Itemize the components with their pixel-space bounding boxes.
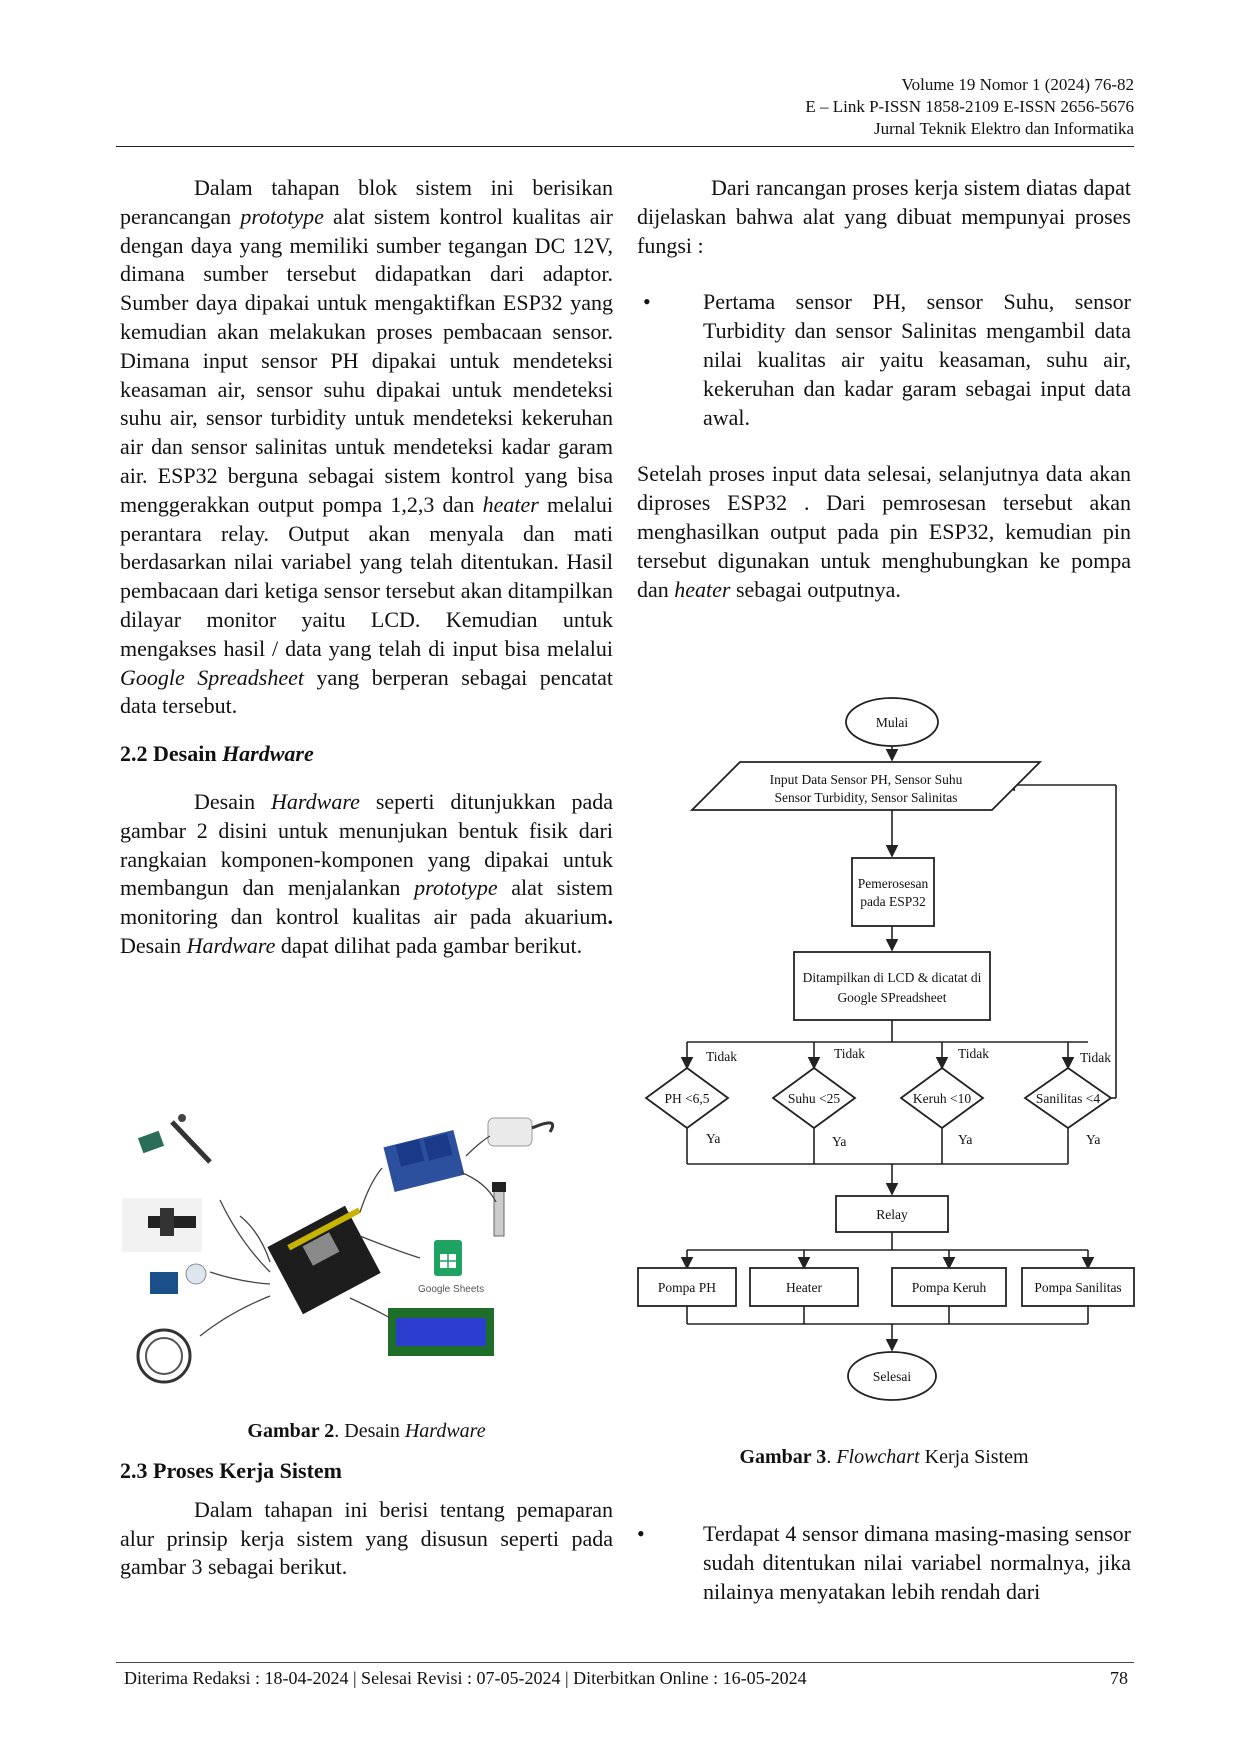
google-sheets-label: Google Sheets <box>418 1284 484 1295</box>
flowchart-relay <box>835 1195 949 1233</box>
figure-2-caption: Gambar 2. Desain Hardware <box>247 1420 486 1442</box>
page-number: 78 <box>1110 1668 1128 1688</box>
google-sheets-logo: Google Sheets <box>418 1240 484 1295</box>
bullet-item-2: • Terdapat 4 sensor dimana masing-masing… <box>637 1520 1131 1606</box>
flowchart-output-pompa-salinitas <box>1021 1267 1135 1307</box>
pump-image <box>487 1117 555 1147</box>
flowchart-input-line-2: Sensor Turbidity, Sensor Salinitas <box>775 790 958 805</box>
bullet-item-1: • Pertama sensor PH, sensor Suhu, sensor… <box>637 288 1131 432</box>
output-pompa-salinitas-label: Pompa Sanilitas <box>1034 1280 1121 1295</box>
decision-suhu-yes: Ya <box>832 1134 846 1149</box>
bullet-marker-2: • <box>637 1521 645 1546</box>
left-paragraph-1: Dalam tahapan blok sistem ini berisikan … <box>120 175 613 719</box>
header-volume: Volume 19 Nomor 1 (2024) 76-82 <box>901 75 1134 94</box>
flowchart-relay-label: Relay <box>876 1207 908 1222</box>
decision-suhu-no: Tidak <box>834 1046 865 1061</box>
flowchart-process <box>851 857 935 927</box>
flowchart-process-line-2: pada ESP32 <box>860 894 926 909</box>
left-paragraph-2: Desain Hardware seperti ditunjukkan pada… <box>120 788 613 958</box>
decision-salinitas-no: Tidak <box>1080 1050 1111 1065</box>
lcd-image <box>388 1308 494 1356</box>
flowchart-display-line-1: Ditampilkan di LCD & dicatat di <box>803 970 982 985</box>
bullet-text-1: Pertama sensor PH, sensor Suhu, sensor T… <box>703 289 1131 430</box>
flowchart-input <box>689 761 1043 811</box>
bullet-marker: • <box>643 289 651 315</box>
right-paragraph-2: Setelah proses input data selesai, selan… <box>637 461 1131 602</box>
output-pompa-ph-label: Pompa PH <box>658 1280 716 1295</box>
decision-keruh-no: Tidak <box>958 1046 989 1061</box>
flowchart-figure: Mulai Input Data Sensor PH, Sensor Suhu … <box>637 697 1135 1401</box>
flowchart-display <box>793 951 991 1021</box>
right-column: Dari rancangan proses kerja sistem diata… <box>637 174 1131 604</box>
flowchart-decision-salinitas <box>1023 1066 1113 1130</box>
header-issn: E – Link P-ISSN 1858-2109 E-ISSN 2656-56… <box>805 97 1134 116</box>
left-column-lower: 2.3 Proses Kerja Sistem Dalam tahapan in… <box>120 1457 613 1582</box>
flowchart-decision-suhu <box>771 1066 857 1130</box>
output-heater-label: Heater <box>786 1280 822 1295</box>
flowchart-input-line-1: Input Data Sensor PH, Sensor Suhu <box>770 772 963 787</box>
left-paragraph-3: Dalam tahapan ini berisi tentang pemapar… <box>120 1496 613 1580</box>
hardware-figure: Google Sheets <box>122 1114 555 1384</box>
decision-ph-yes: Ya <box>706 1131 720 1146</box>
decision-salinitas-yes: Ya <box>1086 1132 1100 1147</box>
decision-ph-label: PH <6,5 <box>664 1091 709 1106</box>
flowchart-output-pompa-ph <box>637 1267 737 1307</box>
flowchart-start-label: Mulai <box>876 715 908 730</box>
relay-module-image <box>383 1129 465 1193</box>
header-rule <box>116 146 1134 147</box>
figure-3-caption: Gambar 3. Flowchart Kerja Sistem <box>739 1446 1029 1468</box>
footer-dates: Diterima Redaksi : 18-04-2024 | Selesai … <box>124 1668 807 1688</box>
right-column-lower: • Terdapat 4 sensor dimana masing-masing… <box>637 1520 1131 1606</box>
decision-keruh-label: Keruh <10 <box>913 1091 971 1106</box>
temperature-sensor-image <box>150 1263 207 1294</box>
section-heading-2-3: 2.3 Proses Kerja Sistem <box>120 1458 342 1483</box>
decision-suhu-label: Suhu <25 <box>788 1091 840 1106</box>
right-paragraph-1: Dari rancangan proses kerja sistem diata… <box>637 175 1131 258</box>
salinity-sensor-image <box>136 1328 192 1384</box>
flowchart-connectors <box>680 728 1117 1352</box>
flowchart-decision-ph <box>644 1066 730 1130</box>
esp32-board-image <box>267 1205 381 1315</box>
decision-salinitas-label: Sanilitas <4 <box>1036 1091 1100 1106</box>
flowchart-end <box>847 1351 937 1401</box>
output-pompa-keruh-label: Pompa Keruh <box>912 1280 987 1295</box>
header-journal: Jurnal Teknik Elektro dan Informatika <box>873 119 1134 138</box>
flowchart-output-pompa-keruh <box>891 1267 1007 1307</box>
flowchart-process-line-1: Pemerosesan <box>858 876 929 891</box>
bullet-text-2: Terdapat 4 sensor dimana masing-masing s… <box>703 1521 1131 1604</box>
flowchart-end-label: Selesai <box>873 1369 911 1384</box>
footer-rule <box>116 1662 1134 1663</box>
turbidity-sensor-image <box>122 1198 202 1252</box>
left-column: Dalam tahapan blok sistem ini berisikan … <box>120 174 613 961</box>
section-heading-2-2: 2.2 Desain Hardware <box>120 741 314 767</box>
flowchart-display-line-2: Google SPreadsheet <box>837 990 946 1005</box>
decision-ph-no: Tidak <box>706 1049 737 1064</box>
flowchart-start <box>845 697 939 747</box>
ph-sensor-image <box>137 1114 212 1164</box>
decision-keruh-yes: Ya <box>958 1132 972 1147</box>
flowchart-decision-keruh <box>899 1066 985 1130</box>
flowchart-output-heater <box>749 1267 859 1307</box>
hardware-arrows <box>199 1135 497 1337</box>
running-header: Volume 19 Nomor 1 (2024) 76-82 E – Link … <box>805 74 1134 140</box>
heater-image <box>492 1182 506 1237</box>
